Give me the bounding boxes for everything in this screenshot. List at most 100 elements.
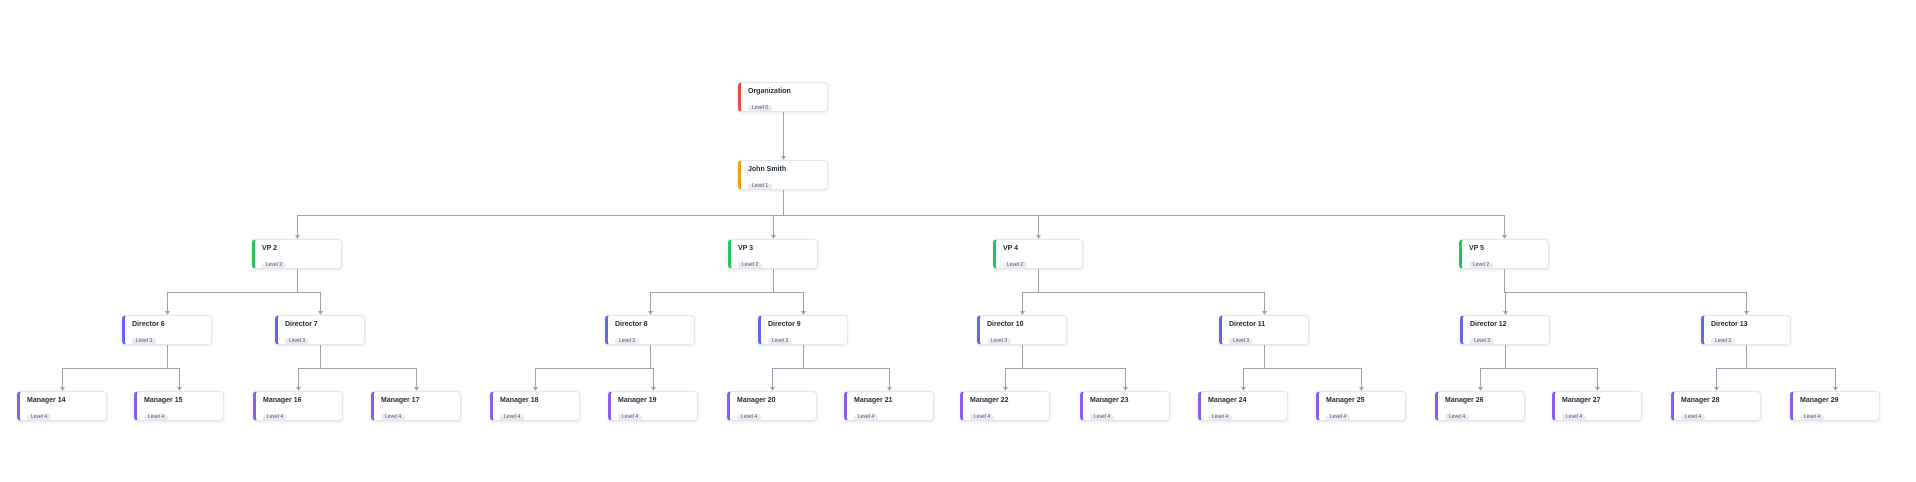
node-level-badge: Level 2 (262, 262, 287, 268)
node-level-badge: Level 3 (285, 338, 310, 344)
connector-elbow (773, 269, 804, 312)
node-level-badge: Level 4 (854, 414, 879, 420)
node-level-badge: Level 2 (738, 262, 763, 268)
connector-elbow (167, 269, 298, 312)
org-node-vp2[interactable]: VP 2 Level 2 (252, 239, 342, 269)
connector-elbow (1746, 345, 1836, 388)
node-title: VP 2 (262, 245, 278, 252)
node-level-badge: Level 4 (1681, 414, 1706, 420)
node-title: Manager 26 (1445, 397, 1484, 404)
connector-elbow (297, 190, 784, 236)
node-title: Manager 28 (1681, 397, 1720, 404)
node-level-badge: Level 2 (1003, 262, 1028, 268)
org-node-m24[interactable]: Manager 24 Level 4 (1198, 391, 1288, 421)
node-level-badge: Level 1 (748, 183, 773, 189)
org-node-m21[interactable]: Manager 21 Level 4 (844, 391, 934, 421)
node-level-badge: Level 4 (1326, 414, 1351, 420)
org-node-m19[interactable]: Manager 19 Level 4 (608, 391, 698, 421)
node-level-badge: Level 4 (263, 414, 288, 420)
connector-elbow (167, 345, 180, 388)
node-title: Manager 16 (263, 397, 302, 404)
node-title: Director 11 (1229, 321, 1266, 328)
connector-elbow (1504, 269, 1747, 312)
org-node-m17[interactable]: Manager 17 Level 4 (371, 391, 461, 421)
connector-elbow (1264, 345, 1362, 388)
node-level-badge: Level 4 (1445, 414, 1470, 420)
org-node-m25[interactable]: Manager 25 Level 4 (1316, 391, 1406, 421)
node-level-badge: Level 4 (381, 414, 406, 420)
connector-elbow (1716, 345, 1747, 388)
node-title: VP 4 (1003, 245, 1019, 252)
node-title: Director 12 (1470, 321, 1507, 328)
connector-elbow (803, 345, 890, 388)
org-node-m16[interactable]: Manager 16 Level 4 (253, 391, 343, 421)
connector-elbow (1022, 345, 1126, 388)
node-title: Manager 14 (27, 397, 66, 404)
node-title: Manager 18 (500, 397, 539, 404)
connector-elbow (650, 345, 654, 388)
node-title: Manager 23 (1090, 397, 1129, 404)
node-level-badge: Level 2 (1469, 262, 1494, 268)
node-level-badge: Level 4 (27, 414, 52, 420)
node-level-badge: Level 4 (144, 414, 169, 420)
node-title: Manager 27 (1562, 397, 1601, 404)
node-level-badge: Level 4 (618, 414, 643, 420)
org-node-m26[interactable]: Manager 26 Level 4 (1435, 391, 1525, 421)
org-node-d13[interactable]: Director 13 Level 3 (1701, 315, 1791, 345)
org-node-vp4[interactable]: VP 4 Level 2 (993, 239, 1083, 269)
connector-elbow (297, 269, 321, 312)
connector-elbow (1505, 345, 1598, 388)
connector-elbow (298, 345, 321, 388)
org-node-m23[interactable]: Manager 23 Level 4 (1080, 391, 1170, 421)
node-title: Manager 20 (737, 397, 776, 404)
node-level-badge: Level 3 (768, 338, 793, 344)
org-node-d12[interactable]: Director 12 Level 3 (1460, 315, 1550, 345)
connector-elbow (783, 190, 1505, 236)
node-title: Manager 19 (618, 397, 657, 404)
org-node-m29[interactable]: Manager 29 Level 4 (1790, 391, 1880, 421)
node-level-badge: Level 3 (1470, 338, 1495, 344)
node-title: Director 7 (285, 321, 318, 328)
node-level-badge: Level 4 (1090, 414, 1115, 420)
node-level-badge: Level 4 (1800, 414, 1825, 420)
node-title: Manager 17 (381, 397, 420, 404)
node-title: Director 6 (132, 321, 165, 328)
node-title: Manager 29 (1800, 397, 1839, 404)
node-title: Manager 25 (1326, 397, 1365, 404)
node-level-badge: Level 4 (737, 414, 762, 420)
node-level-badge: Level 3 (1711, 338, 1736, 344)
connector-elbow (1480, 345, 1506, 388)
node-title: Organization (748, 88, 791, 95)
org-node-m27[interactable]: Manager 27 Level 4 (1552, 391, 1642, 421)
node-title: Director 13 (1711, 321, 1748, 328)
connector-elbow (1243, 345, 1265, 388)
org-node-m20[interactable]: Manager 20 Level 4 (727, 391, 817, 421)
connector-elbow (62, 345, 168, 388)
connector-elbow (1022, 269, 1039, 312)
connector-elbow (1005, 345, 1023, 388)
node-level-badge: Level 4 (1562, 414, 1587, 420)
node-title: Manager 24 (1208, 397, 1247, 404)
org-node-d7[interactable]: Director 7 Level 3 (275, 315, 365, 345)
node-title: Manager 21 (854, 397, 893, 404)
node-level-badge: Level 4 (970, 414, 995, 420)
node-level-badge: Level 3 (615, 338, 640, 344)
connector-elbow (320, 345, 417, 388)
connector-elbow (1038, 269, 1265, 312)
org-node-m14[interactable]: Manager 14 Level 4 (17, 391, 107, 421)
node-level-badge: Level 4 (1208, 414, 1233, 420)
org-node-m28[interactable]: Manager 28 Level 4 (1671, 391, 1761, 421)
